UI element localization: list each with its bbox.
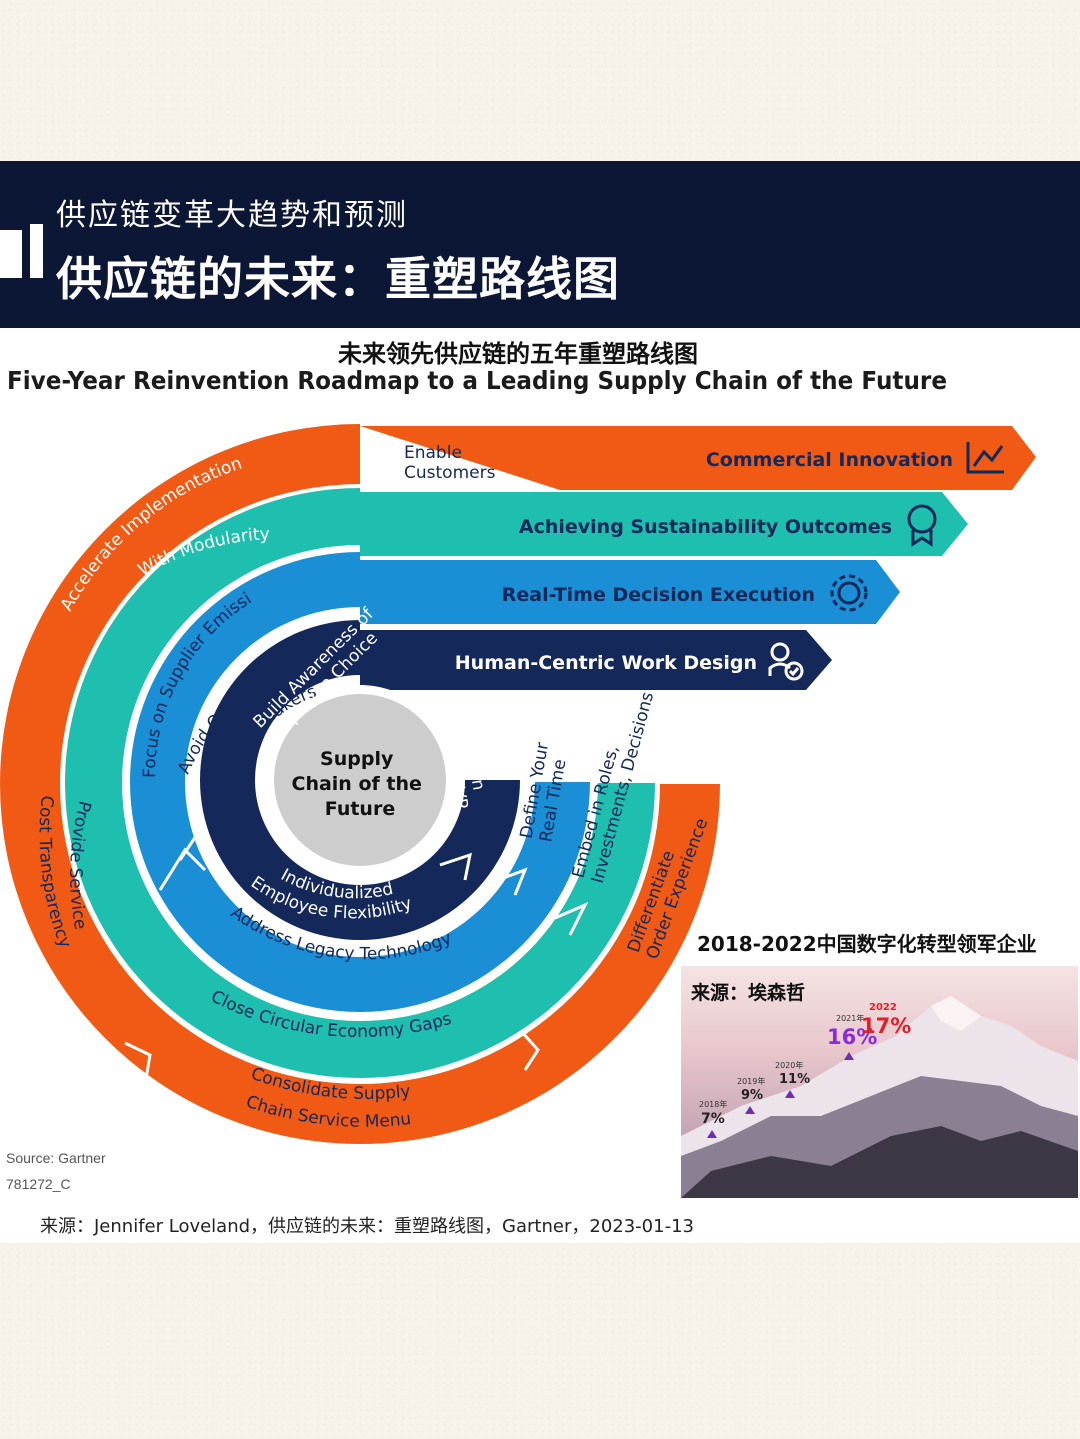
inset-value: 11% (779, 1072, 811, 1087)
roadmap-diagram: Supply Chain of the Future Commercial In… (0, 400, 1036, 1144)
footer-source: 来源：Jennifer Loveland，供应链的未来：重塑路线图，Gartne… (40, 1216, 694, 1237)
inset-marker (745, 1106, 755, 1114)
inset-value-highlight: 16% (827, 1025, 878, 1049)
ring-navy (200, 620, 520, 940)
figure-source: Source: Gartner (6, 1150, 106, 1166)
arrow-label-real-time: Real-Time Decision Execution (502, 584, 815, 606)
inset-marker (707, 1130, 717, 1138)
inset-value: 9% (741, 1088, 764, 1103)
trend-chart-icon (966, 442, 1004, 474)
figure-title-en: Five-Year Reinvention Roadmap to a Leadi… (7, 366, 947, 395)
inset-marker (785, 1090, 795, 1098)
person-check-icon (768, 642, 804, 681)
inset-title: 2018-2022中国数字化转型领军企业 (697, 932, 1037, 956)
inset-marker (844, 1052, 854, 1060)
arrow-commercial-innovation (360, 426, 1036, 490)
gear-icon (830, 574, 868, 612)
mountain-illustration (681, 996, 1078, 1198)
ribbon-award-icon (907, 504, 937, 547)
arrow-label-commercial: Commercial Innovation (706, 449, 953, 471)
figure-title-cn: 未来领先供应链的五年重塑路线图 (338, 340, 698, 368)
header-title: 供应链的未来：重塑路线图 (56, 252, 620, 306)
figure-code: 781272_C (6, 1176, 71, 1192)
label-enable-customers: Enable Customers (404, 443, 496, 483)
inset-value: 7% (701, 1111, 725, 1127)
inset-year: 2020年 (775, 1061, 804, 1070)
center-label: Supply Chain of the Future (292, 748, 429, 820)
inset-year-highlight: 2022 (869, 1002, 897, 1013)
arrow-label-human-centric: Human-Centric Work Design (455, 652, 757, 674)
mountain-photo: 来源：埃森哲 2018年 7% 2019年 9% 2020年 11% 2021年… (681, 966, 1078, 1198)
inset-source: 来源：埃森哲 (691, 982, 806, 1004)
header-band (0, 161, 1080, 328)
inset-value-highlight: 17% (861, 1014, 912, 1038)
inset-year: 2021年 (836, 1014, 865, 1023)
header-accent-bar (0, 230, 22, 278)
arrow-sustainability (360, 492, 968, 556)
inset-year: 2018年 (699, 1100, 728, 1109)
center-disc (274, 694, 446, 866)
header-accent-bar-thin (30, 224, 43, 278)
arrow-label-sustainability: Achieving Sustainability Outcomes (519, 516, 892, 538)
inset-year: 2019年 (737, 1077, 766, 1086)
arrow-real-time (360, 560, 900, 624)
header-subtitle: 供应链变革大趋势和预测 (56, 198, 408, 233)
arrow-human-centric (360, 630, 832, 690)
